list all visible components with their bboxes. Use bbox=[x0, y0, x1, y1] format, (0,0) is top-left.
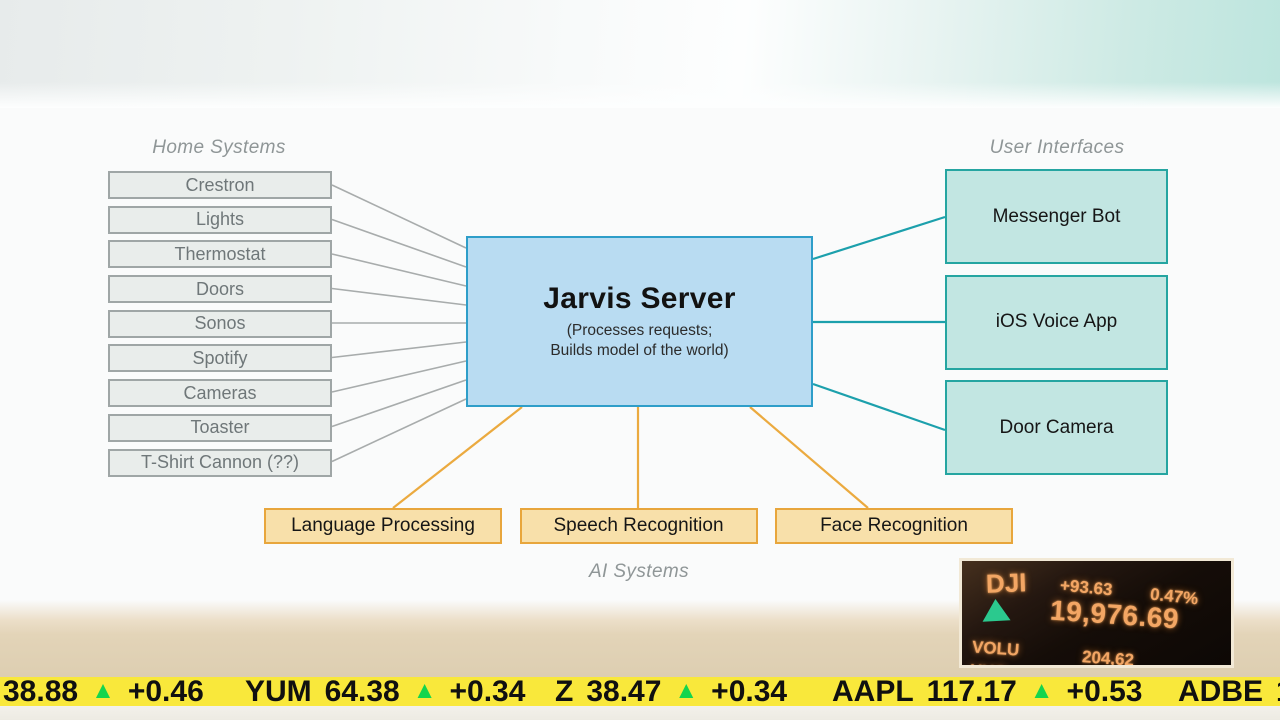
home-system-box: Crestron bbox=[108, 171, 332, 199]
ticker-symbol: YUM bbox=[245, 677, 312, 706]
ticker-item: 38.88 ▲ +0.46 bbox=[3, 677, 204, 706]
up-triangle-icon bbox=[981, 598, 1011, 622]
jarvis-server-box: Jarvis Server (Processes requests; Build… bbox=[466, 236, 813, 407]
user-interface-box: Messenger Bot bbox=[945, 169, 1168, 264]
home-system-box: Toaster bbox=[108, 413, 332, 442]
user-interfaces-list: Messenger Bot iOS Voice App Door Camera bbox=[945, 169, 1168, 475]
ticker-change: +0.53 bbox=[1066, 677, 1143, 706]
ticker-price: 105 bbox=[1276, 677, 1280, 706]
below-ticker-strip bbox=[0, 706, 1280, 720]
ticker-price: 64.38 bbox=[324, 677, 400, 706]
ai-systems-title: AI Systems bbox=[588, 561, 690, 582]
home-system-box: Sonos bbox=[108, 309, 332, 338]
ticker-price: 38.47 bbox=[586, 677, 662, 706]
user-interfaces-title: User Interfaces bbox=[989, 137, 1125, 158]
ticker-item: ADBE 105 ▲ bbox=[1178, 677, 1280, 706]
volume-label: VOLU bbox=[971, 637, 1020, 660]
home-systems-list: Crestron Lights Thermostat Doors Sonos S… bbox=[108, 171, 332, 477]
volume-value: 204,62 bbox=[1081, 647, 1135, 668]
ticker-change: +0.34 bbox=[449, 677, 526, 706]
user-interface-box: Door Camera bbox=[945, 380, 1168, 475]
index-symbol: DJI bbox=[985, 567, 1027, 599]
home-system-box: Doors bbox=[108, 275, 332, 304]
jarvis-server-subtitle: (Processes requests; Builds model of the… bbox=[550, 321, 729, 359]
ai-system-box: Face Recognition bbox=[775, 508, 1013, 544]
ai-systems-list: Language Processing Speech Recognition F… bbox=[264, 508, 1013, 544]
ticker-change: +0.46 bbox=[127, 677, 204, 706]
stock-video-inset: DJI +93.63 0.47% 19,976.69 VOLU 204,62 U… bbox=[959, 558, 1234, 668]
home-system-box: Thermostat bbox=[108, 240, 332, 269]
ticker-symbol: AAPL bbox=[832, 677, 914, 706]
up-triangle-icon: ▲ bbox=[1029, 677, 1054, 704]
top-blur-band bbox=[0, 0, 1280, 108]
home-systems-title: Home Systems bbox=[152, 137, 286, 158]
ai-system-box: Language Processing bbox=[264, 508, 502, 544]
stock-ticker: 38.88 ▲ +0.46 YUM 64.38 ▲ +0.34 Z 38.47 … bbox=[0, 677, 1280, 706]
ticker-change: +0.34 bbox=[711, 677, 788, 706]
home-system-box: Cameras bbox=[108, 379, 332, 408]
jarvis-server-title: Jarvis Server bbox=[543, 281, 736, 315]
up-triangle-icon: ▲ bbox=[412, 677, 437, 704]
ticker-price: 38.88 bbox=[3, 677, 79, 706]
ticker-symbol: ADBE bbox=[1178, 677, 1264, 706]
ai-system-box: Speech Recognition bbox=[519, 508, 758, 544]
ticker-item: Z 38.47 ▲ +0.34 bbox=[555, 677, 787, 706]
ticker-item: AAPL 117.17 ▲ +0.53 bbox=[832, 677, 1142, 706]
ticker-symbol: Z bbox=[555, 677, 574, 706]
home-system-box: Spotify bbox=[108, 344, 332, 373]
up-triangle-icon: ▲ bbox=[674, 677, 699, 704]
up-triangle-icon: ▲ bbox=[91, 677, 115, 704]
ticker-price: 117.17 bbox=[926, 677, 1017, 706]
clipped-label: UVO bbox=[970, 661, 1008, 665]
home-system-box: Lights bbox=[108, 205, 332, 234]
home-system-box: T-Shirt Cannon (??) bbox=[108, 448, 332, 477]
user-interface-box: iOS Voice App bbox=[945, 274, 1168, 370]
ticker-item: YUM 64.38 ▲ +0.34 bbox=[245, 677, 525, 706]
